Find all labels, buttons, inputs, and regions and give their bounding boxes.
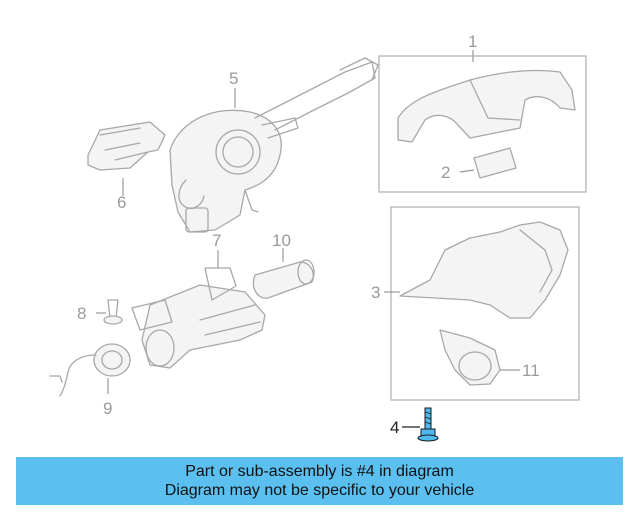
banner-line-1: Part or sub-assembly is #4 in diagram (185, 463, 454, 480)
callout-8: 8 (77, 304, 86, 323)
lock-cylinder-part (252, 259, 315, 299)
lock-housing-part (131, 267, 266, 369)
callout-10: 10 (272, 231, 291, 250)
callout-1: 1 (468, 32, 477, 51)
info-banner: Part or sub-assembly is #4 in diagram Di… (16, 457, 623, 505)
callout-9: 9 (103, 399, 112, 418)
lower-cover-part (399, 221, 569, 319)
banner-line-2: Diagram may not be specific to your vehi… (164, 482, 475, 499)
callout-2: 2 (441, 163, 450, 182)
upper-group-box (378, 55, 587, 193)
highlighted-bolt-part (417, 407, 439, 442)
bracket-part (87, 121, 166, 171)
trim-ring-part (439, 329, 501, 386)
lower-group-box (390, 206, 580, 401)
callout-3: 3 (371, 283, 380, 302)
callout-7: 7 (212, 231, 221, 250)
screw-part (103, 299, 123, 325)
parts-diagram: 1 2 3 4 5 6 7 8 9 10 11 (49, 32, 587, 442)
callout-4: 4 (390, 418, 399, 437)
callout-11: 11 (522, 361, 540, 380)
upper-cover-part (397, 69, 576, 143)
callout-6: 6 (117, 193, 126, 212)
clip-part (473, 147, 517, 179)
combination-switch-part (169, 57, 379, 233)
antenna-ring-part (49, 343, 131, 397)
callout-5: 5 (229, 69, 238, 88)
